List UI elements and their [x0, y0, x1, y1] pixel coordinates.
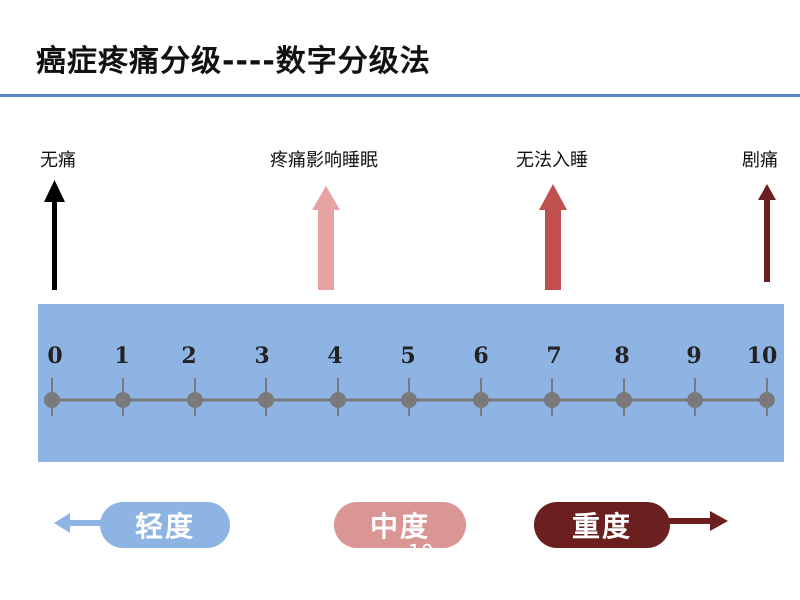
page-number: 10	[408, 540, 434, 564]
scale-number-3: 3	[254, 343, 270, 369]
scale-number-7: 7	[546, 343, 562, 369]
arrow-no-pain	[44, 180, 65, 290]
tick-8	[616, 378, 632, 416]
label-severe-pain: 剧痛	[742, 150, 778, 171]
tick-6	[473, 378, 489, 416]
title-divider	[0, 94, 800, 97]
severity-severe: 重度	[534, 502, 670, 548]
scale-number-2: 2	[181, 343, 197, 369]
tick-3	[258, 378, 274, 416]
scale-number-5: 5	[400, 343, 416, 369]
tick-10	[759, 378, 775, 416]
label-no-pain: 无痛	[40, 150, 76, 171]
arrow-cannot-sleep	[539, 184, 567, 290]
scale-number-9: 9	[686, 343, 702, 369]
scale-number-0: 0	[47, 343, 63, 369]
tick-2	[187, 378, 203, 416]
scale-number-6: 6	[473, 343, 489, 369]
label-pain-affects-sleep: 疼痛影响睡眠	[270, 150, 378, 171]
slide-title: 癌症疼痛分级----数字分级法	[36, 44, 431, 79]
tick-9	[687, 378, 703, 416]
tick-7	[544, 378, 560, 416]
tick-4	[330, 378, 346, 416]
arrow-pain-affects-sleep	[312, 186, 340, 290]
left-arrow-icon	[54, 513, 104, 533]
tick-0	[44, 378, 60, 416]
right-arrow-icon	[666, 511, 728, 531]
scale-number-4: 4	[327, 343, 343, 369]
scale-band	[38, 304, 784, 462]
arrow-severe-pain	[758, 184, 776, 282]
tick-1	[115, 378, 131, 416]
tick-5	[401, 378, 417, 416]
scale-number-8: 8	[614, 343, 630, 369]
scale-number-1: 1	[114, 343, 130, 369]
scale-number-10: 10	[746, 343, 778, 369]
label-cannot-sleep: 无法入睡	[516, 150, 588, 171]
severity-moderate: 中度	[334, 502, 466, 548]
severity-light: 轻度	[100, 502, 230, 548]
